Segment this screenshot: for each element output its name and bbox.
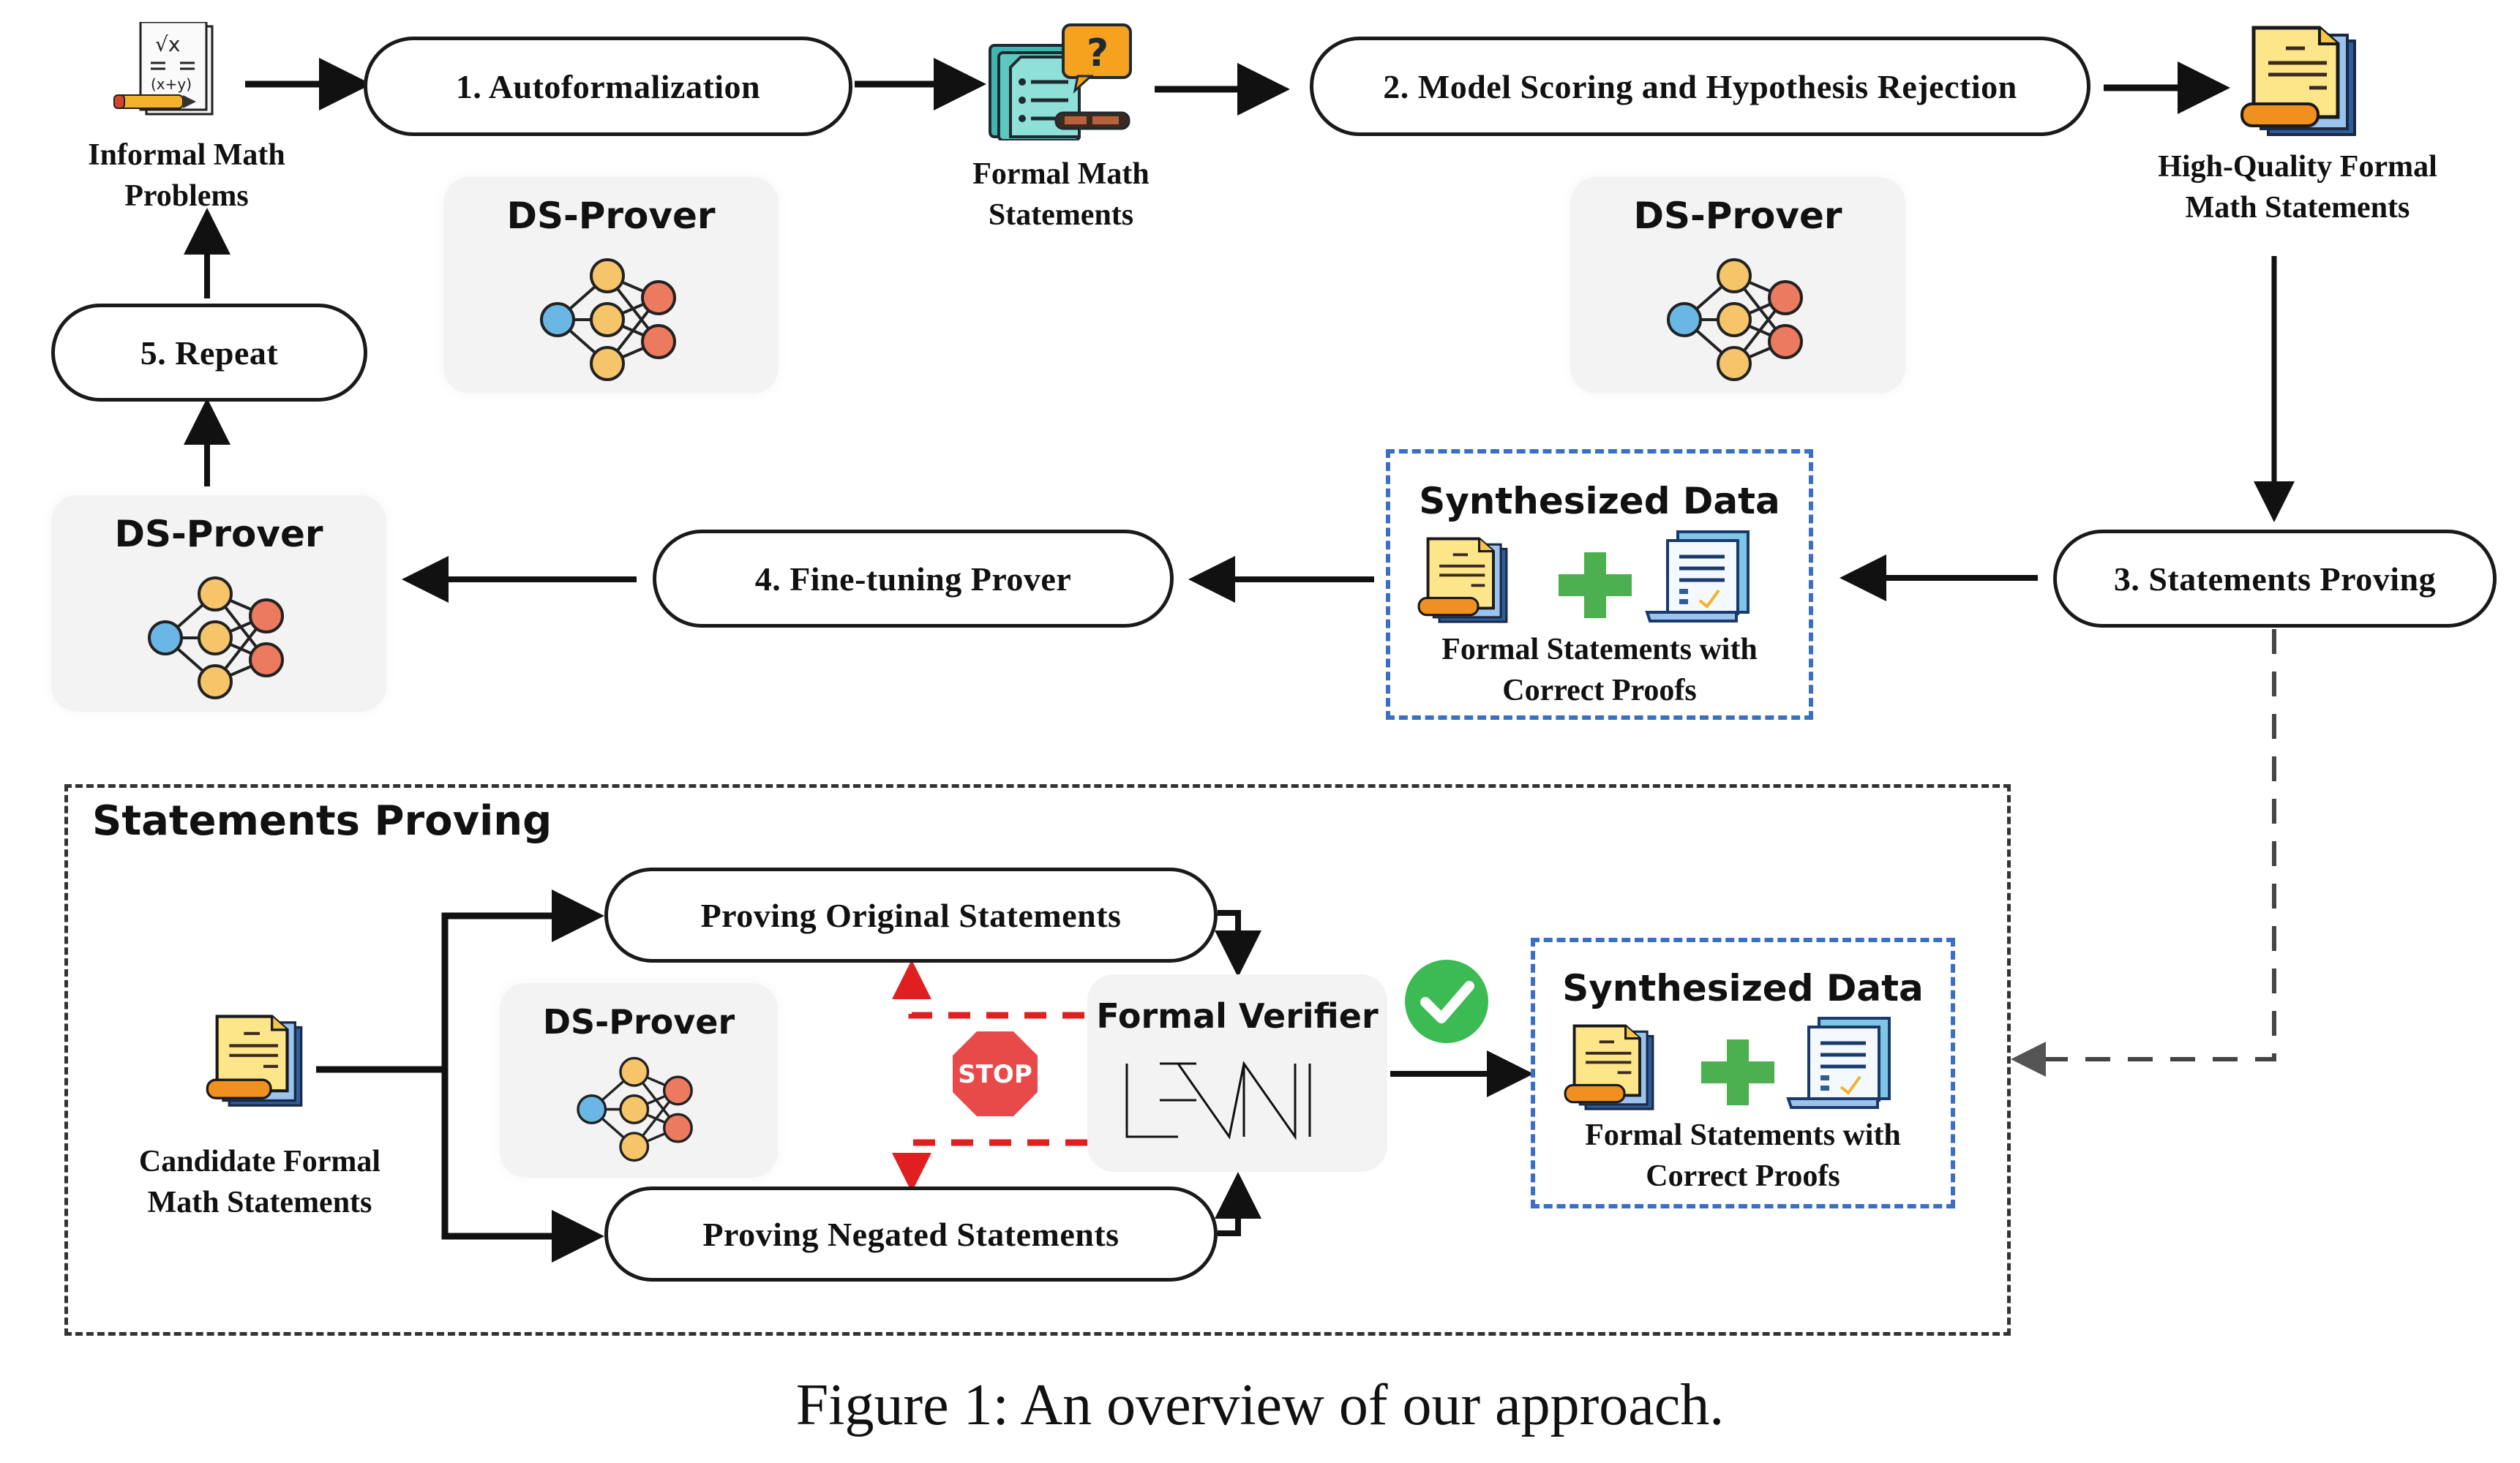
figure-caption: Figure 1: An overview of our approach. bbox=[795, 1373, 1725, 1437]
formal-statement-doc-icon bbox=[1564, 1024, 1654, 1110]
proof-doc-icon bbox=[1645, 530, 1750, 623]
synthesized-data-top: Synthesized Data Formal Statements with … bbox=[1386, 449, 1813, 720]
plus-icon bbox=[1559, 552, 1632, 618]
step5-repeat: 5. Repeat bbox=[51, 304, 367, 402]
synthesized-data-title: Synthesized Data bbox=[1562, 967, 1924, 1009]
step3-statements-proving: 3. Statements Proving bbox=[2053, 530, 2497, 628]
red-dashed-to-negated bbox=[892, 1139, 1087, 1192]
formal-math-icon: ? bbox=[984, 23, 1138, 142]
check-icon bbox=[1403, 958, 1490, 1045]
lean-logo-icon bbox=[1125, 1061, 1311, 1140]
svg-text:(x+y): (x+y) bbox=[151, 75, 192, 93]
red-dashed-to-original bbox=[892, 960, 1084, 1019]
informal-math-icon: √x (x+y) bbox=[110, 20, 241, 124]
neural-network-icon bbox=[577, 1056, 693, 1162]
step4-finetuning: 4. Fine-tuning Prover bbox=[653, 530, 1174, 628]
neural-network-icon bbox=[540, 258, 676, 381]
formal-math-label: Formal Math Statements bbox=[972, 157, 1150, 232]
candidate-statements-icon bbox=[206, 1015, 303, 1107]
proving-negated-statements: Proving Negated Statements bbox=[604, 1186, 1218, 1282]
ds-prover-finetuned: DS-Prover bbox=[51, 495, 386, 712]
ds-prover-step2: DS-Prover bbox=[1570, 177, 1905, 394]
svg-text:?: ? bbox=[1087, 31, 1109, 75]
synthesized-data-caption: Formal Statements with Correct Proofs bbox=[1585, 1118, 1901, 1193]
formal-verifier-title: Formal Verifier bbox=[1096, 996, 1379, 1036]
neural-network-icon bbox=[1667, 258, 1803, 381]
proving-original-statements: Proving Original Statements bbox=[604, 868, 1218, 963]
ds-prover-proving: DS-Prover bbox=[500, 983, 778, 1178]
svg-text:√x: √x bbox=[155, 32, 180, 56]
high-quality-statements-icon bbox=[2239, 22, 2371, 139]
arrow-negated-to-verifier bbox=[1215, 1172, 1261, 1236]
high-quality-label: High-Quality Formal Math Statements bbox=[2158, 150, 2437, 225]
ds-prover-title: DS-Prover bbox=[114, 513, 323, 555]
proof-doc-icon bbox=[1786, 1017, 1891, 1109]
ds-prover-title: DS-Prover bbox=[542, 1002, 735, 1042]
branch-to-original bbox=[441, 890, 604, 1069]
ds-prover-step1: DS-Prover bbox=[443, 177, 779, 394]
informal-math-label: Informal Math Problems bbox=[88, 138, 285, 213]
synthesized-data-caption: Formal Statements with Correct Proofs bbox=[1441, 633, 1758, 707]
plus-icon bbox=[1701, 1039, 1774, 1105]
branch-to-negated bbox=[441, 1069, 604, 1263]
statements-proving-section bbox=[64, 784, 2011, 1336]
step1-autoformalization: 1. Autoformalization bbox=[364, 37, 852, 136]
ds-prover-title: DS-Prover bbox=[1633, 195, 1842, 237]
stop-label: STOP bbox=[958, 1060, 1032, 1089]
candidate-statements-label: Candidate Formal Math Statements bbox=[138, 1145, 381, 1219]
synthesized-data-title: Synthesized Data bbox=[1419, 480, 1780, 522]
stop-sign-icon: STOP bbox=[951, 1030, 1039, 1118]
formal-statement-doc-icon bbox=[1417, 537, 1508, 623]
synthesized-data-bottom: Synthesized Data Formal Statements with … bbox=[1531, 938, 1955, 1208]
step2-model-scoring: 2. Model Scoring and Hypothesis Rejectio… bbox=[1310, 37, 2090, 136]
dashed-step3-to-bottom-synth bbox=[2011, 629, 2276, 1077]
formal-verifier: Formal Verifier bbox=[1087, 974, 1387, 1172]
neural-network-icon bbox=[148, 576, 284, 699]
ds-prover-title: DS-Prover bbox=[506, 195, 716, 237]
statements-proving-title: Statements Proving bbox=[92, 797, 552, 845]
arrow-original-to-verifier bbox=[1215, 910, 1261, 977]
